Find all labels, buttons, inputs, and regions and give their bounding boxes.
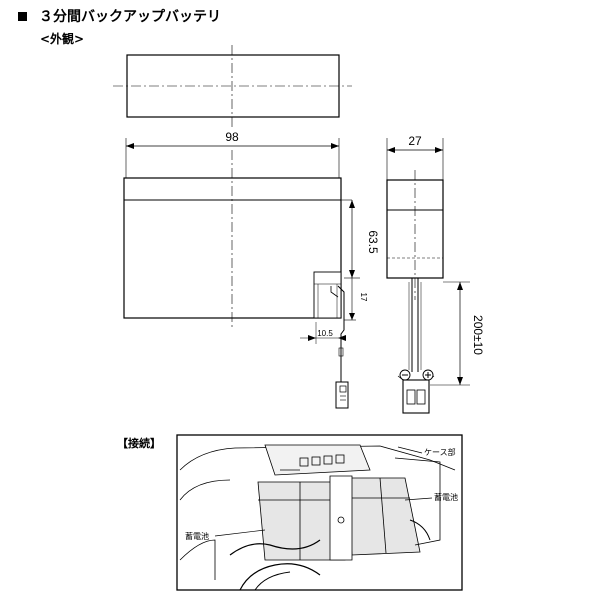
height-dimension-label: 63.5 (366, 230, 380, 254)
front-view (123, 138, 360, 409)
square-bullet-icon (18, 11, 27, 21)
offset-dimension-label: 10.5 (317, 329, 333, 338)
top-view (113, 45, 352, 128)
page-title: ３分間バックアップバッテリ (18, 6, 221, 26)
width-dimension-label: 98 (225, 130, 239, 144)
case-part-label: ケース部 (424, 447, 456, 457)
section-subtitle: <外観> (40, 32, 85, 46)
battery-left-label: 蓄電池 (185, 531, 209, 541)
page-title-text: ３分間バックアップバッテリ (39, 9, 221, 25)
side-view (386, 138, 470, 414)
lead-length-dimension-label: 200±10 (471, 315, 485, 355)
battery-right-label: 蓄電池 (434, 492, 458, 502)
connection-label: 【接続】 (117, 437, 161, 450)
small-dimension-label: 17 (359, 293, 368, 302)
connection-illustration (179, 444, 456, 591)
depth-dimension-label: 27 (408, 134, 422, 148)
